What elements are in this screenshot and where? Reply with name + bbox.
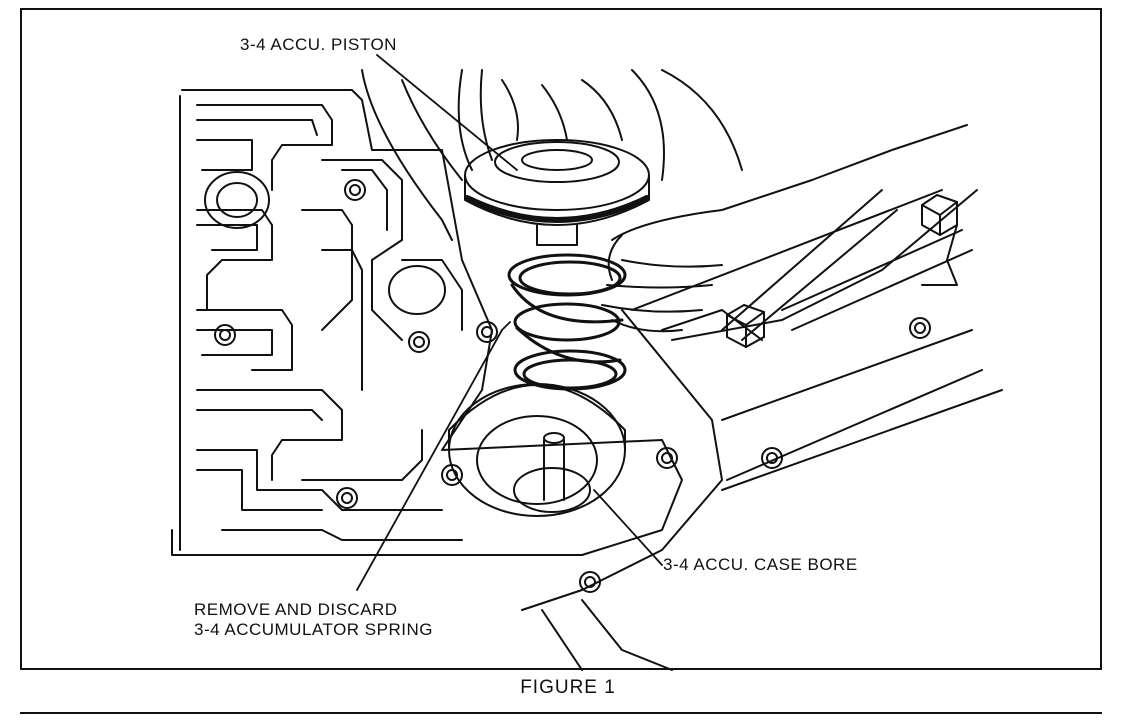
spring-label-line1: REMOVE AND DISCARD	[194, 600, 398, 619]
accumulator-spring	[507, 253, 627, 391]
spring-label: REMOVE AND DISCARD 3-4 ACCUMULATOR SPRIN…	[194, 600, 433, 640]
figure-frame: 3-4 ACCU. PISTON 3-4 ACCU. CASE BORE REM…	[20, 8, 1102, 671]
accumulator-piston	[464, 139, 650, 246]
technical-illustration	[171, 54, 1003, 671]
divider	[20, 712, 1102, 714]
spring-label-line2: 3-4 ACCUMULATOR SPRING	[194, 620, 433, 639]
case-bore-label: 3-4 ACCU. CASE BORE	[663, 555, 858, 574]
case-plate	[521, 189, 1003, 671]
valve-body	[171, 89, 683, 556]
wrench	[721, 189, 973, 341]
screw-holes	[214, 179, 931, 593]
bolts	[726, 194, 958, 348]
piston-label: 3-4 ACCU. PISTON	[240, 35, 397, 54]
hands	[361, 69, 978, 341]
leader-lines	[356, 54, 663, 591]
figure-caption: FIGURE 1	[520, 677, 616, 698]
